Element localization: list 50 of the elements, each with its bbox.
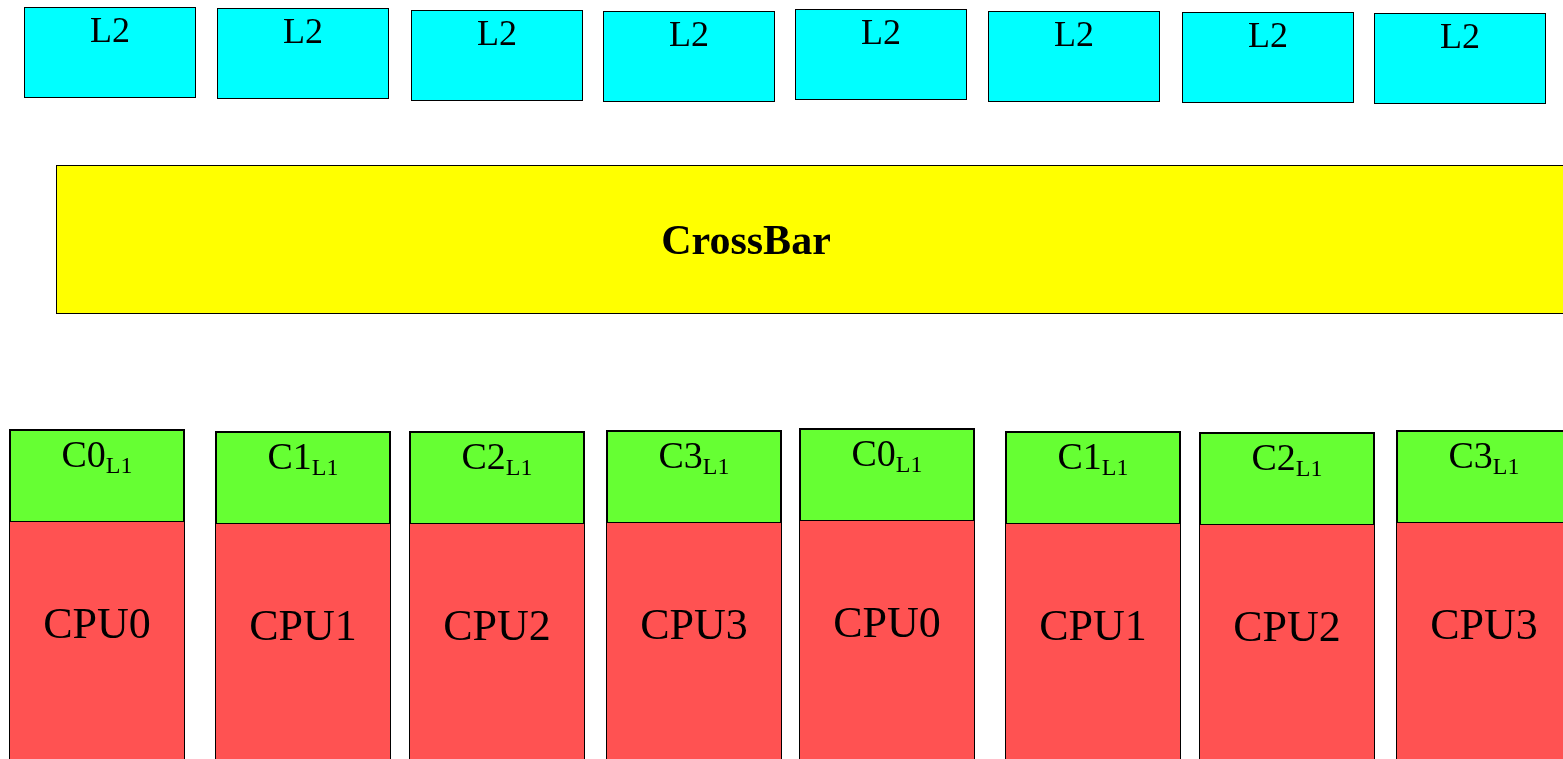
l1-cache-box bbox=[10, 430, 184, 522]
l2-label: L2 bbox=[1440, 18, 1480, 54]
l2-cache-box bbox=[411, 10, 583, 101]
cpu-box bbox=[9, 429, 185, 759]
cpu-box bbox=[409, 431, 585, 759]
cpu-label: CPU1 bbox=[1039, 604, 1147, 648]
l1-cache-box bbox=[216, 432, 390, 524]
cpu-box bbox=[1199, 432, 1375, 759]
l1-cache-box bbox=[607, 431, 781, 523]
cpu-label: CPU2 bbox=[443, 604, 551, 648]
l1-label: C3$_{L1}$ bbox=[1448, 436, 1520, 474]
l2-label: L2 bbox=[1054, 16, 1094, 52]
l1-label: C2$_{L1}$ bbox=[461, 437, 533, 475]
l2-cache-box bbox=[1374, 13, 1546, 104]
l1-label: C1$_{L1}$ bbox=[267, 437, 339, 475]
l1-label: C2$_{L1}$ bbox=[1251, 438, 1323, 476]
cpu-label: CPU3 bbox=[640, 603, 748, 647]
cpu-label: CPU3 bbox=[1430, 603, 1538, 647]
l1-label: C3$_{L1}$ bbox=[658, 436, 730, 474]
l2-label: L2 bbox=[669, 16, 709, 52]
l2-cache-box bbox=[24, 7, 196, 98]
cpu-label: CPU1 bbox=[249, 604, 357, 648]
l2-cache-box bbox=[795, 9, 967, 100]
l2-label: L2 bbox=[861, 14, 901, 50]
crossbar-label: CrossBar bbox=[661, 218, 832, 261]
cpu-label: CPU0 bbox=[833, 601, 941, 645]
l2-label: L2 bbox=[1248, 17, 1288, 53]
cpu-label: CPU2 bbox=[1233, 605, 1341, 649]
cpu-label: CPU0 bbox=[43, 602, 151, 646]
l2-label: L2 bbox=[477, 15, 517, 51]
l2-cache-box bbox=[1182, 12, 1354, 103]
l1-label: C0$_{L1}$ bbox=[851, 434, 923, 472]
cpu-box bbox=[1396, 430, 1563, 759]
l1-cache-box bbox=[800, 429, 974, 521]
l2-label: L2 bbox=[283, 13, 323, 49]
l1-cache-box bbox=[1397, 431, 1563, 523]
l1-label: C0$_{L1}$ bbox=[61, 435, 133, 473]
cpu-box bbox=[606, 430, 782, 759]
l2-cache-box bbox=[217, 8, 389, 99]
l1-cache-box bbox=[1006, 432, 1180, 524]
l2-cache-box bbox=[988, 11, 1160, 102]
l1-cache-box bbox=[1200, 433, 1374, 525]
l2-cache-box bbox=[603, 11, 775, 102]
cpu-box bbox=[799, 428, 975, 759]
l2-label: L2 bbox=[90, 12, 130, 48]
crossbar-box bbox=[56, 165, 1563, 314]
l1-cache-box bbox=[410, 432, 584, 524]
cpu-box bbox=[1005, 431, 1181, 759]
l1-label: C1$_{L1}$ bbox=[1057, 437, 1129, 475]
cpu-box bbox=[215, 431, 391, 759]
